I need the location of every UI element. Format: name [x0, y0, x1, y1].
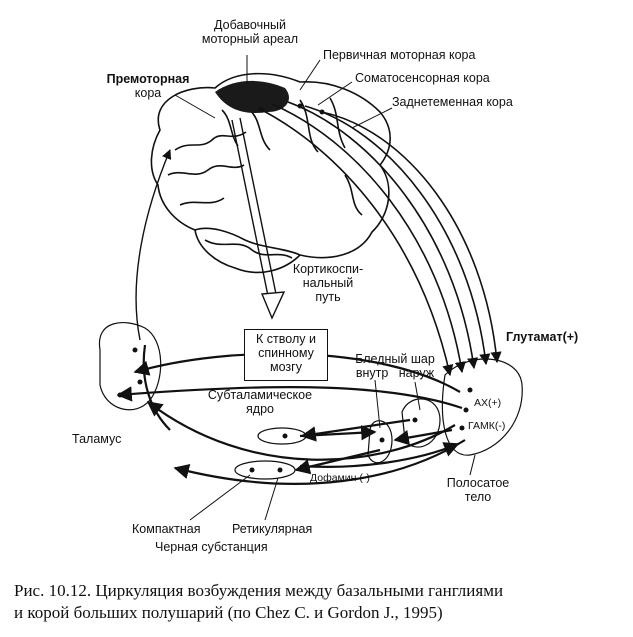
thalamus-to-cortex-pathway	[135, 149, 172, 341]
label-compact-part: Компактная	[132, 522, 201, 536]
label-supplementary-motor: Добавочный моторный ареал	[201, 18, 299, 46]
label-primary-motor-cortex: Первичная моторная кора	[323, 48, 476, 62]
ganglia-label-pointers	[189, 379, 476, 521]
brain-hemisphere	[150, 72, 391, 274]
label-subthalamic-nucleus: Субталамическое ядро	[207, 388, 313, 416]
label-posterior-parietal-cortex: Заднетеменная кора	[392, 95, 513, 109]
thalamus-outline	[98, 322, 162, 411]
label-glutamate: Глутамат(+)	[506, 330, 579, 344]
globus-pallidus-internal-outline	[367, 420, 393, 464]
glutamate-projections	[257, 101, 502, 377]
brainstem-box: К стволу и спинному мозгу	[244, 329, 328, 381]
basal-ganglia-circuit-diagram	[98, 55, 523, 521]
neuron-dots	[117, 103, 473, 473]
label-reticular-part: Ретикулярная	[232, 522, 313, 536]
label-substantia-nigra: Черная субстанция	[155, 540, 268, 554]
caption-line-2: и корой больших полушарий (по Chez C. и …	[14, 603, 443, 622]
label-globus-pallidus: Бледный шар внутр наруж	[355, 352, 435, 380]
label-gaba: ГАМК(-)	[468, 420, 506, 432]
globus-pallidus-external-outline	[401, 398, 441, 448]
supplementary-motor-area	[215, 80, 289, 113]
substantia-nigra-outline	[234, 460, 296, 480]
corticospinal-arrow	[231, 117, 286, 320]
subthalamic-nucleus-outline	[257, 427, 307, 445]
label-corticospinal-tract: Кортикоспи- нальный путь	[292, 262, 364, 304]
label-acetylcholine: АХ(+)	[474, 397, 502, 409]
figure-caption: Рис. 10.12. Циркуляция возбуждения между…	[14, 580, 624, 624]
label-premotor-cortex: Премоторная кора	[106, 72, 190, 100]
label-dopamine: Дофамин (-)	[310, 472, 370, 484]
label-somatosensory-cortex: Соматосенсорная кора	[355, 71, 490, 85]
label-thalamus: Таламус	[72, 432, 122, 446]
label-striatum: Полосатое тело	[446, 476, 510, 504]
striatum-outline	[441, 358, 523, 456]
caption-line-1: Рис. 10.12. Циркуляция возбуждения между…	[14, 581, 504, 600]
